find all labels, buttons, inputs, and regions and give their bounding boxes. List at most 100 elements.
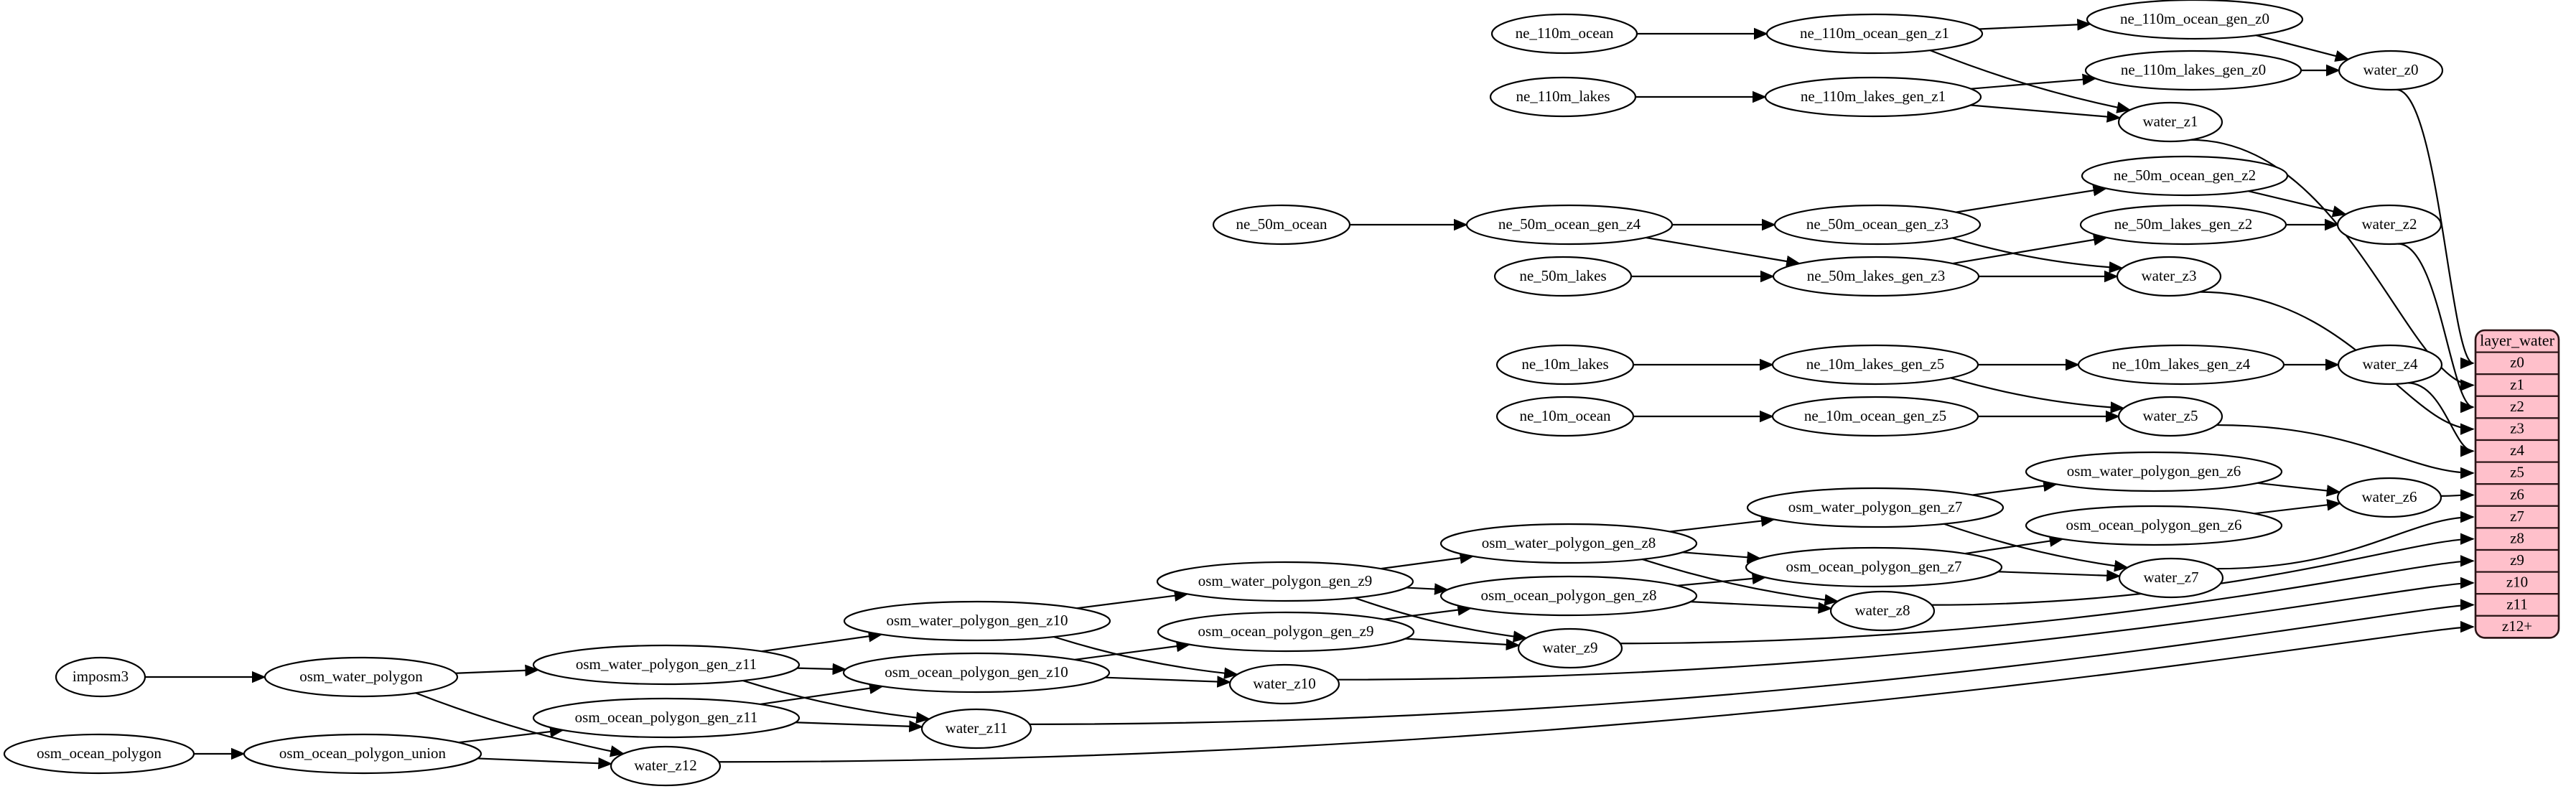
node-label: water_z6	[2362, 488, 2417, 505]
edge-water_z9-to-table-row-z9	[1620, 555, 2475, 645]
edge-osm_water_polygon_gen_z8-to-osm_water_polygon_gen_z7	[1669, 515, 1775, 533]
node-ne_110m_lakes_gen_z1[interactable]: ne_110m_lakes_gen_z1	[1764, 76, 1982, 118]
node-water_z4[interactable]: water_z4	[2337, 344, 2443, 386]
node-osm_ocean_polygon_union[interactable]: osm_ocean_polygon_union	[243, 733, 482, 775]
node-water_z8[interactable]: water_z8	[1829, 590, 1936, 632]
node-label: water_z1	[2143, 113, 2198, 130]
node-ne_50m_lakes[interactable]: ne_50m_lakes	[1493, 256, 1633, 297]
node-water_z7[interactable]: water_z7	[2118, 557, 2224, 599]
node-osm_water_polygon[interactable]: osm_water_polygon	[263, 656, 459, 698]
node-label: ne_10m_ocean_gen_z5	[1804, 407, 1946, 424]
table-title: layer_water	[2480, 331, 2554, 349]
table-row-z9[interactable]	[2475, 548, 2559, 573]
table-row-label: z3	[2510, 420, 2524, 437]
edge-water_z6-to-table-row-z6	[2440, 489, 2475, 501]
table-row-label: z7	[2510, 508, 2524, 525]
node-label: osm_ocean_polygon_union	[279, 744, 447, 762]
edge-osm_water_polygon_gen_z11-to-osm_water_polygon_gen_z10	[761, 630, 883, 653]
node-label: osm_ocean_polygon_gen_z9	[1198, 622, 1374, 640]
node-water_z3[interactable]: water_z3	[2116, 256, 2222, 297]
node-ne_110m_ocean[interactable]: ne_110m_ocean	[1490, 13, 1638, 55]
node-label: osm_water_polygon_gen_z9	[1198, 572, 1373, 589]
edge-osm_water_polygon_gen_z10-to-osm_water_polygon_gen_z9	[1076, 589, 1189, 610]
table-header-cell[interactable]	[2475, 330, 2559, 353]
node-label: ne_50m_lakes_gen_z3	[1807, 267, 1945, 284]
table-row-label: z0	[2510, 354, 2524, 371]
node-osm_ocean_polygon_gen_z9[interactable]: osm_ocean_polygon_gen_z9	[1157, 611, 1415, 653]
edge-osm_water_polygon_gen_z7-to-osm_water_polygon_gen_z6	[1972, 480, 2058, 496]
edge-osm_water_polygon_gen_z6-to-water_z6	[2257, 482, 2341, 497]
edge-osm_water_polygon_gen_z9-to-osm_water_polygon_gen_z8	[1381, 552, 1475, 570]
table-row-z2[interactable]	[2475, 395, 2559, 419]
node-osm_ocean_polygon_gen_z11[interactable]: osm_ocean_polygon_gen_z11	[532, 697, 801, 739]
edge-osm_ocean_polygon_gen_z7-to-water_z7	[1998, 569, 2121, 582]
edge-ne_50m_ocean_gen_z3-to-water_z3	[1951, 237, 2124, 274]
layer-water-table[interactable]: layer_waterz0z1z2z3z4z5z6z7z8z9z10z11z12…	[2474, 329, 2560, 639]
edge-water_z2-to-table-row-z2	[2398, 243, 2475, 414]
node-ne_110m_lakes_gen_z0[interactable]: ne_110m_lakes_gen_z0	[2084, 50, 2302, 91]
node-water_z5[interactable]: water_z5	[2117, 396, 2223, 437]
node-osm_water_polygon_gen_z11[interactable]: osm_water_polygon_gen_z11	[532, 644, 801, 686]
table-row-label: z11	[2506, 595, 2528, 612]
table-row-z6[interactable]	[2475, 483, 2559, 507]
node-layer: ne_110m_ocean ne_110m_ocean_gen_z1 ne_110m…	[3, 0, 2444, 787]
node-osm_water_polygon_gen_z10[interactable]: osm_water_polygon_gen_z10	[843, 600, 1111, 642]
edge-water_z0-to-table-row-z0	[2396, 88, 2475, 369]
edge-ne_50m_ocean_gen_z4-to-ne_50m_lakes_gen_z3	[1646, 236, 1801, 268]
node-ne_110m_ocean_gen_z0[interactable]: ne_110m_ocean_gen_z0	[2086, 0, 2304, 40]
node-water_z11[interactable]: water_z11	[920, 708, 1032, 750]
node-ne_50m_ocean[interactable]: ne_50m_ocean	[1212, 204, 1351, 246]
node-ne_50m_ocean_gen_z2[interactable]: ne_50m_ocean_gen_z2	[2081, 155, 2289, 197]
node-water_z0[interactable]: water_z0	[2338, 50, 2444, 91]
node-ne_50m_lakes_gen_z2[interactable]: ne_50m_lakes_gen_z2	[2079, 204, 2287, 246]
node-water_z12[interactable]: water_z12	[610, 745, 722, 787]
node-ne_10m_ocean_gen_z5[interactable]: ne_10m_ocean_gen_z5	[1771, 396, 1979, 437]
node-label: ne_110m_lakes_gen_z0	[2121, 61, 2266, 78]
node-osm_ocean_polygon_gen_z10[interactable]: osm_ocean_polygon_gen_z10	[842, 652, 1111, 694]
node-water_z1[interactable]: water_z1	[2117, 101, 2223, 143]
node-ne_10m_lakes[interactable]: ne_10m_lakes	[1495, 344, 1635, 386]
node-ne_50m_lakes_gen_z3[interactable]: ne_50m_lakes_gen_z3	[1772, 256, 1980, 297]
node-osm_water_polygon_gen_z8[interactable]: osm_water_polygon_gen_z8	[1439, 523, 1698, 564]
node-water_z6[interactable]: water_z6	[2336, 477, 2442, 518]
edge-osm_ocean_polygon_union-to-osm_ocean_polygon_gen_z11	[458, 725, 564, 744]
node-osm_ocean_polygon[interactable]: osm_ocean_polygon	[3, 733, 195, 775]
node-ne_10m_ocean[interactable]: ne_10m_ocean	[1495, 396, 1635, 437]
node-osm_ocean_polygon_gen_z6[interactable]: osm_ocean_polygon_gen_z6	[2025, 505, 2283, 546]
node-water_z10[interactable]: water_z10	[1228, 663, 1340, 705]
node-osm_water_polygon_gen_z7[interactable]: osm_water_polygon_gen_z7	[1746, 487, 2005, 528]
node-label: ne_50m_ocean_gen_z4	[1498, 215, 1641, 233]
node-osm_water_polygon_gen_z6[interactable]: osm_water_polygon_gen_z6	[2025, 451, 2283, 492]
edge-osm_ocean_polygon_gen_z8-to-water_z8	[1690, 601, 1833, 614]
node-label: water_z4	[2363, 355, 2418, 373]
node-imposm3[interactable]: imposm3	[55, 656, 146, 698]
edge-osm_water_polygon_gen_z8-to-water_z8	[1642, 559, 1839, 606]
edge-ne_110m_ocean_gen_z0-to-water_z0	[2256, 34, 2350, 62]
edge-water_z5-to-table-row-z5	[2216, 424, 2475, 480]
node-ne_10m_lakes_gen_z4[interactable]: ne_10m_lakes_gen_z4	[2077, 344, 2285, 386]
node-label: imposm3	[73, 668, 129, 685]
node-osm_ocean_polygon_gen_z8[interactable]: osm_ocean_polygon_gen_z8	[1439, 575, 1698, 617]
edge-osm_water_polygon_gen_z9-to-water_z9	[1354, 597, 1528, 643]
node-ne_10m_lakes_gen_z5[interactable]: ne_10m_lakes_gen_z5	[1771, 344, 1979, 386]
node-label: ne_110m_ocean	[1516, 24, 1614, 42]
edge-ne_10m_lakes_gen_z5-to-water_z5	[1950, 377, 2125, 414]
edge-osm_ocean_polygon_gen_z11-to-water_z11	[795, 720, 924, 732]
node-label: water_z8	[1855, 602, 1910, 619]
node-water_z9[interactable]: water_z9	[1517, 627, 1623, 669]
node-ne_50m_ocean_gen_z4[interactable]: ne_50m_ocean_gen_z4	[1465, 204, 1674, 246]
node-osm_water_polygon_gen_z9[interactable]: osm_water_polygon_gen_z9	[1156, 561, 1414, 602]
table-row-z12+[interactable]	[2475, 615, 2559, 638]
node-ne_110m_lakes[interactable]: ne_110m_lakes	[1489, 76, 1637, 118]
table-row-label: z2	[2510, 398, 2524, 415]
edge-osm_water_polygon_gen_z11-to-water_z11	[742, 679, 930, 724]
edge-ne_110m_ocean_gen_z1-to-water_z1	[1930, 50, 2132, 113]
node-osm_ocean_polygon_gen_z7[interactable]: osm_ocean_polygon_gen_z7	[1745, 546, 2003, 588]
table-row-z11[interactable]	[2475, 593, 2559, 617]
edge-osm_water_polygon_gen_z9-to-osm_ocean_polygon_gen_z8	[1406, 583, 1449, 595]
edge-water_z10-to-table-row-z10	[1337, 576, 2475, 681]
edge-osm_ocean_polygon_gen_z10-to-water_z10	[1105, 676, 1232, 688]
node-ne_110m_ocean_gen_z1[interactable]: ne_110m_ocean_gen_z1	[1765, 13, 1984, 55]
node-ne_50m_ocean_gen_z3[interactable]: ne_50m_ocean_gen_z3	[1773, 204, 1982, 246]
node-water_z2[interactable]: water_z2	[2336, 204, 2442, 246]
